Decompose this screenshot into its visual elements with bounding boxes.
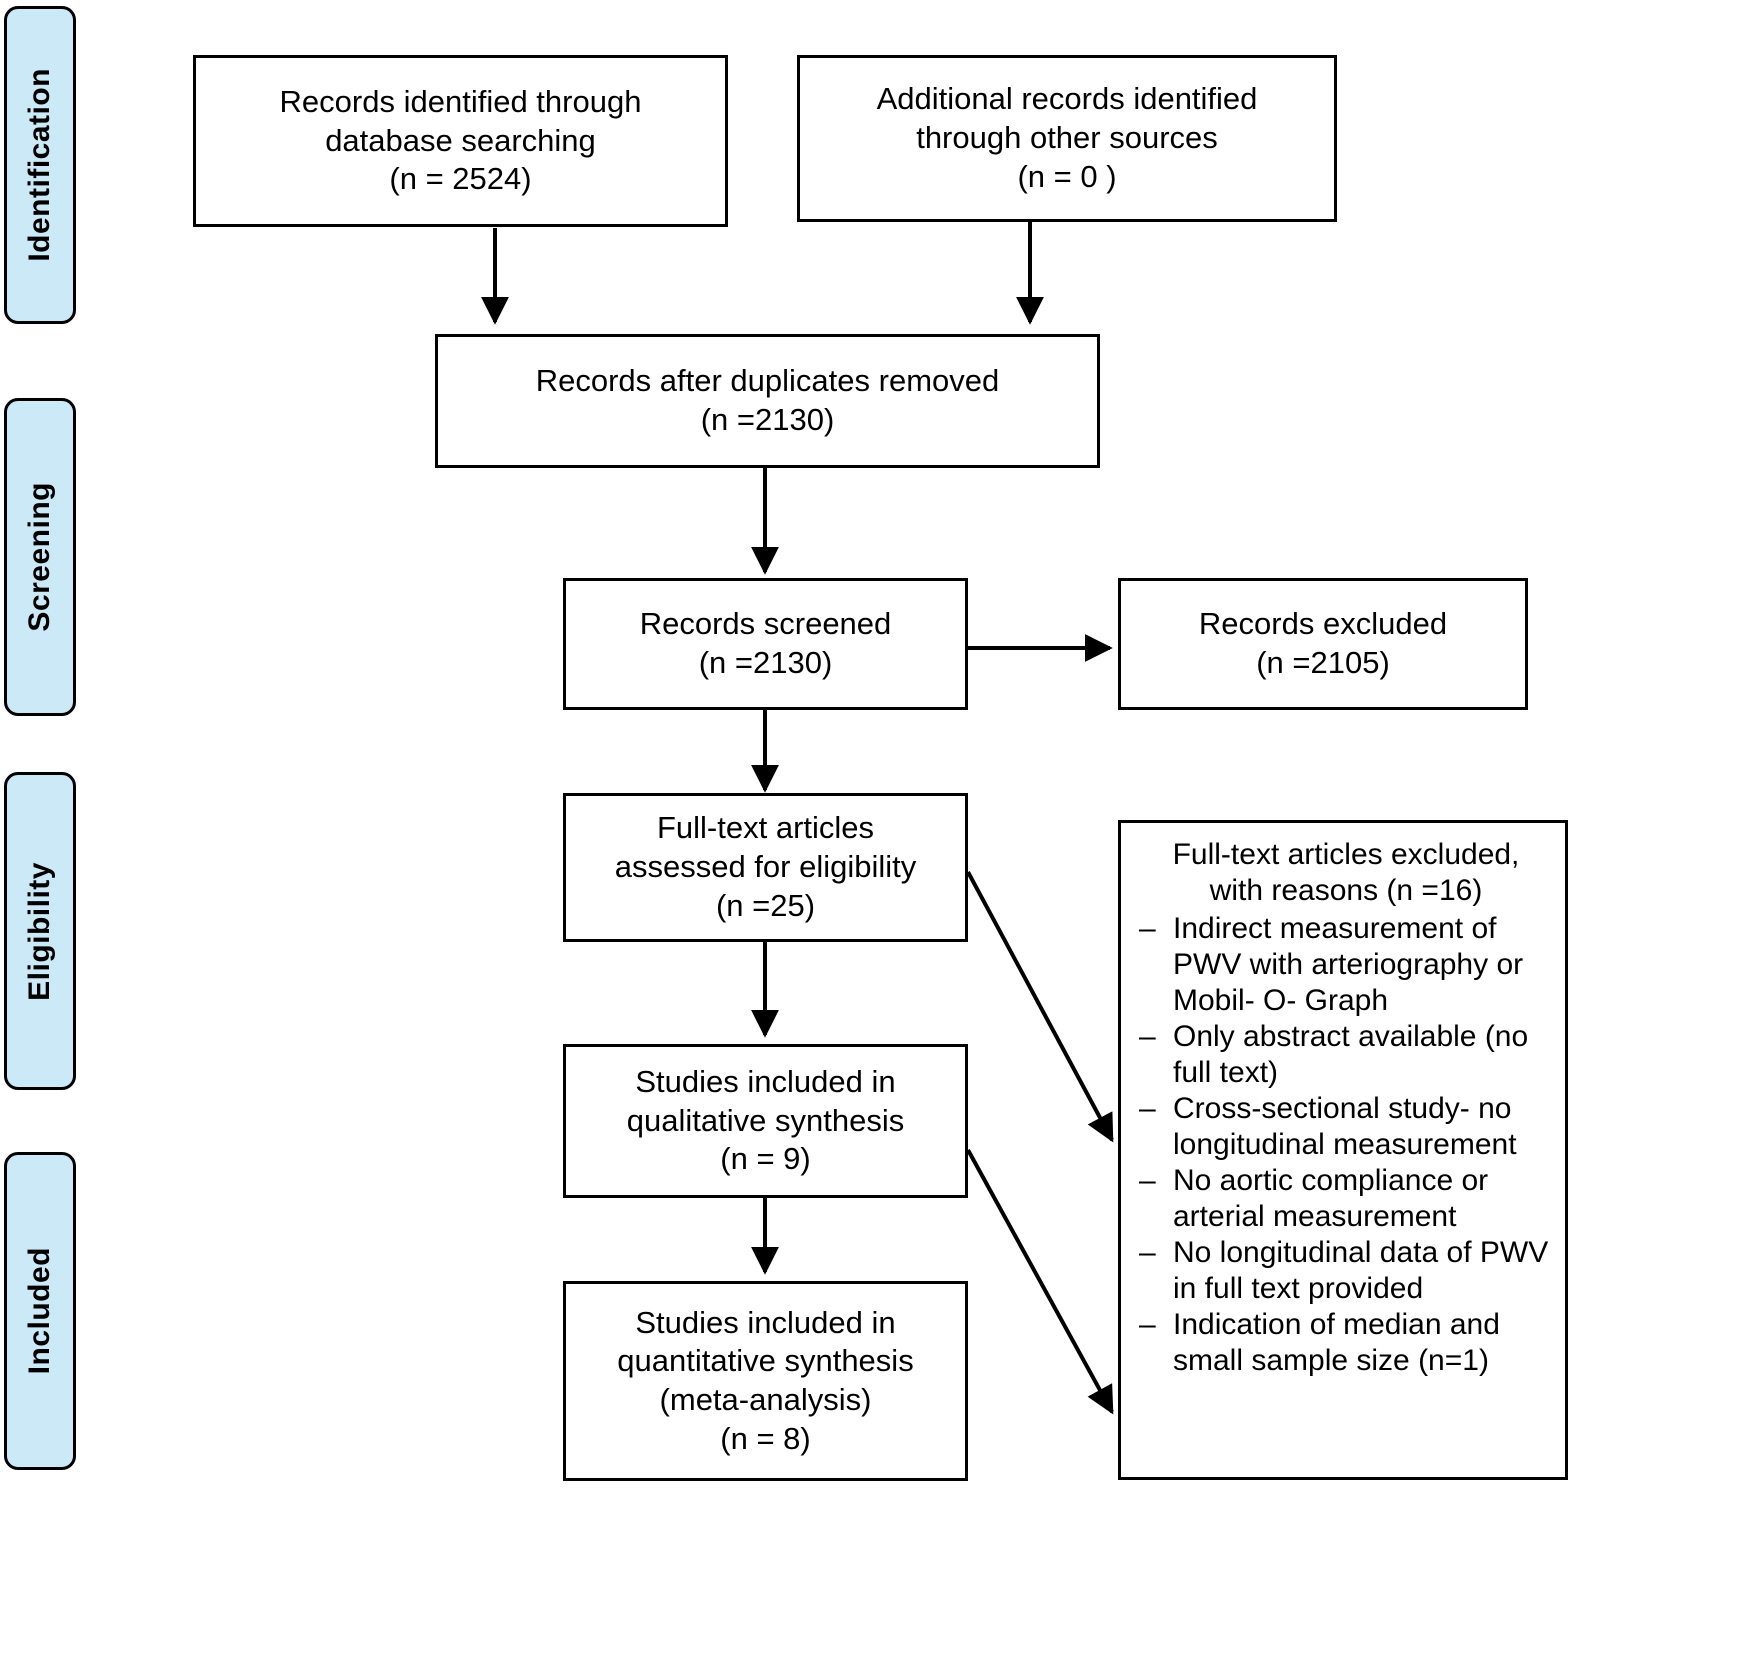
reason-item: – Indirect measurement of PWV with arter… <box>1137 911 1555 1019</box>
bullet-dash-icon: – <box>1139 1092 1156 1125</box>
stage-identification: Identification <box>4 6 76 324</box>
reason-text: Indirect measurement of PWV with arterio… <box>1173 912 1524 1017</box>
box-qualitative-synthesis-text: Studies included in qualitative synthesi… <box>626 1063 905 1177</box>
box-fulltext-assessed-text: Full-text articles assessed for eligibil… <box>614 810 917 923</box>
box-qualitative-synthesis: Studies included in qualitative synthesi… <box>563 1044 968 1198</box>
box-records-screened: Records screened (n =2130) <box>563 578 968 710</box>
reason-text: No aortic compliance or arterial measure… <box>1173 1164 1489 1233</box>
bullet-dash-icon: – <box>1139 912 1156 945</box>
reason-item: – Indication of median and small sample … <box>1137 1307 1555 1379</box>
box-records-identified-database: Records identified through database sear… <box>193 55 728 227</box>
reason-text: Cross-sectional study- no longitudinal m… <box>1173 1092 1517 1161</box>
reason-text: Indication of median and small sample si… <box>1173 1308 1500 1377</box>
box-records-excluded-text: Records excluded (n =2105) <box>1198 606 1448 680</box>
reason-item: – No longitudinal data of PWV in full te… <box>1137 1235 1555 1307</box>
reason-text: No longitudinal data of PWV in full text… <box>1173 1236 1549 1305</box>
box-fulltext-excluded-with-reasons: Full-text articles excluded, with reason… <box>1118 820 1568 1480</box>
reasons-heading: Full-text articles excluded, with reason… <box>1172 838 1520 907</box>
box-records-excluded: Records excluded (n =2105) <box>1118 578 1528 710</box>
bullet-dash-icon: – <box>1139 1236 1156 1269</box>
stage-label-included: Included <box>23 1247 56 1375</box>
connector-qualitative-to-reasons <box>966 1149 1114 1415</box>
box-records-screened-text: Records screened (n =2130) <box>639 606 892 680</box>
box-records-after-duplicates-removed: Records after duplicates removed (n =213… <box>435 334 1100 468</box>
stage-eligibility: Eligibility <box>4 772 76 1090</box>
stage-included: Included <box>4 1152 76 1470</box>
bullet-dash-icon: – <box>1139 1308 1156 1341</box>
stage-label-screening: Screening <box>23 482 56 632</box>
box-quantitative-synthesis-text: Studies included in quantitative synthes… <box>617 1304 914 1456</box>
box-fulltext-assessed: Full-text articles assessed for eligibil… <box>563 793 968 942</box>
reason-item: – No aortic compliance or arterial measu… <box>1137 1163 1555 1235</box>
box-additional-records-other-sources: Additional records identified through ot… <box>797 55 1337 222</box>
stage-screening: Screening <box>4 398 76 716</box>
stage-label-identification: Identification <box>23 68 56 262</box>
bullet-dash-icon: – <box>1139 1020 1156 1053</box>
bullet-dash-icon: – <box>1139 1164 1156 1197</box>
reasons-list: – Indirect measurement of PWV with arter… <box>1137 911 1555 1379</box>
reason-text: Only abstract available (no full text) <box>1173 1020 1529 1089</box>
box-additional-records-other-sources-text: Additional records identified through ot… <box>876 81 1258 194</box>
reason-item: – Cross-sectional study- no longitudinal… <box>1137 1091 1555 1163</box>
reason-item: – Only abstract available (no full text) <box>1137 1019 1555 1091</box>
box-records-identified-database-text: Records identified through database sear… <box>279 83 642 197</box>
stage-label-eligibility: Eligibility <box>23 861 56 1001</box>
box-records-after-duplicates-removed-text: Records after duplicates removed (n =213… <box>535 363 1000 437</box>
connector-fulltext-to-reasons <box>966 871 1114 1143</box>
box-quantitative-synthesis: Studies included in quantitative synthes… <box>563 1281 968 1481</box>
